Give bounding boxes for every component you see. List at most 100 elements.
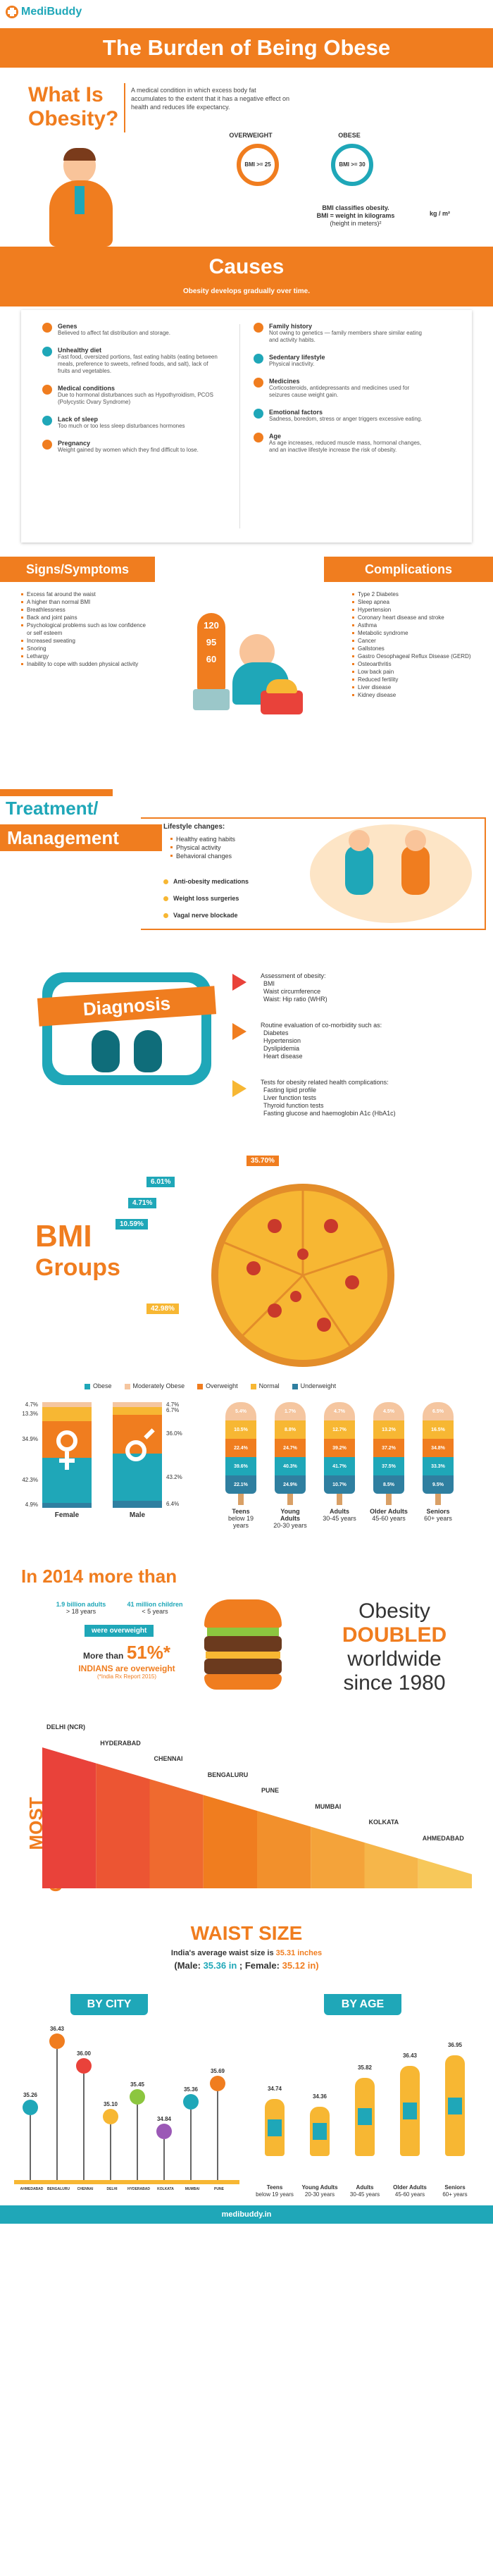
age-segment-value: 5.4% bbox=[235, 1408, 246, 1414]
city-waist-line bbox=[190, 2110, 192, 2180]
city-rank-label: PUNE bbox=[261, 1787, 280, 1794]
female-label: Female bbox=[54, 1511, 80, 1519]
age-waist-tag bbox=[268, 2119, 282, 2136]
footer-url[interactable]: medibuddy.in bbox=[221, 2210, 272, 2219]
causes-subtitle: Obesity develops gradually over time. bbox=[182, 287, 311, 295]
cause-icon bbox=[254, 354, 263, 364]
diagnosis-step-item: Liver function tests bbox=[263, 1094, 317, 1101]
age-popsicle: 4.7%12.7%39.2%41.7%10.7% bbox=[324, 1402, 355, 1494]
age-segment-value: 4.5% bbox=[383, 1408, 394, 1414]
cause-desc: Corticosteroids, antidepressants and med… bbox=[269, 385, 410, 398]
diagnosis-step-item: Dyslipidemia bbox=[263, 1045, 300, 1052]
age-segment: 34.8% bbox=[423, 1439, 454, 1457]
exercise-illustration bbox=[310, 824, 472, 923]
treatment-item: Weight loss surgeries bbox=[163, 895, 304, 902]
city-waist-bubble bbox=[49, 2033, 65, 2049]
complication-item: Asthma bbox=[352, 621, 479, 629]
complication-item: Osteoarthritis bbox=[352, 660, 479, 668]
diagnosis-step-heading: Assessment of obesity: bbox=[261, 972, 326, 979]
age-segment-value: 6.5% bbox=[432, 1408, 444, 1414]
age-segment: 4.5% bbox=[373, 1402, 404, 1420]
obese-label: OBESE bbox=[338, 132, 361, 139]
city-slope-segment bbox=[311, 1826, 365, 1888]
age-segment: 39.2% bbox=[324, 1439, 355, 1457]
treatment-sub-item: Physical activity bbox=[170, 843, 297, 852]
treatment-bullet-icon bbox=[163, 879, 168, 884]
complication-item: Type 2 Diabetes bbox=[352, 590, 479, 598]
city-waist-value: 35.45 bbox=[130, 2081, 145, 2088]
city-waist-line bbox=[110, 2124, 111, 2180]
gender-segment bbox=[113, 1402, 162, 1408]
cause-icon bbox=[254, 409, 263, 419]
cause-heading: Unhealthy diet bbox=[58, 347, 102, 354]
city-rank-label: HYDERABAD bbox=[100, 1739, 141, 1747]
overweight-value: BMI >= 25 bbox=[244, 161, 271, 168]
age-segment: 8.8% bbox=[275, 1420, 306, 1439]
treatment-sub-item: Behavioral changes bbox=[170, 852, 297, 860]
pizza-chart bbox=[211, 1184, 394, 1367]
treatment-bullet-icon bbox=[163, 896, 168, 901]
legend-swatch bbox=[124, 1383, 130, 1389]
popsicle-stick bbox=[435, 1494, 441, 1505]
cause-heading: Emotional factors bbox=[269, 409, 323, 416]
age-segment: 8.5% bbox=[373, 1475, 404, 1494]
city-waist-value: 36.00 bbox=[76, 2050, 92, 2057]
sign-item: Inability to cope with sudden physical a… bbox=[21, 660, 148, 668]
city-waist-name: DELHI bbox=[106, 2187, 118, 2191]
city-waist-value: 34.84 bbox=[156, 2116, 172, 2123]
logo[interactable]: MediBuddy bbox=[6, 6, 82, 18]
age-segment-value: 39.2% bbox=[332, 1445, 347, 1451]
children-stat: 41 million children < 5 years bbox=[127, 1601, 183, 1615]
city-rank-label: MUMBAI bbox=[315, 1802, 342, 1810]
age-segment-value: 22.4% bbox=[234, 1445, 248, 1451]
complication-item: Cancer bbox=[352, 637, 479, 645]
obese-circle: BMI >= 30 bbox=[331, 144, 373, 186]
cause-icon bbox=[42, 440, 52, 450]
overweight-circle: BMI >= 25 bbox=[237, 144, 279, 186]
cause-desc: Fast food, oversized portions, fast eati… bbox=[58, 354, 218, 374]
gender-pct: 43.2% bbox=[166, 1473, 182, 1480]
cause-heading: Medical conditions bbox=[58, 385, 116, 392]
age-segment: 10.7% bbox=[324, 1475, 355, 1494]
city-waist-bubble bbox=[23, 2100, 38, 2116]
age-popsicle: 4.5%13.2%37.2%37.5%8.5% bbox=[373, 1402, 404, 1494]
cause-icon bbox=[42, 347, 52, 357]
city-waist-value: 35.26 bbox=[23, 2092, 38, 2099]
sign-item: Back and joint pains bbox=[21, 614, 148, 621]
doubled-stat: Obesity DOUBLED worldwide since 1980 bbox=[342, 1599, 447, 1695]
complication-item: Kidney disease bbox=[352, 691, 479, 699]
age-segment: 13.2% bbox=[373, 1420, 404, 1439]
sign-item: Snoring bbox=[21, 645, 148, 652]
gender-segment bbox=[113, 1407, 162, 1415]
footprint-right bbox=[134, 1030, 162, 1072]
city-waist-name: CHENNAI bbox=[77, 2187, 94, 2191]
diagnosis-step: Routine evaluation of co-morbidity such … bbox=[232, 1022, 465, 1060]
age-waist-tag bbox=[313, 2122, 327, 2140]
treatment-item: Vagal nerve blockade bbox=[163, 912, 304, 919]
popsicle-stick bbox=[238, 1494, 244, 1505]
age-segment-value: 24.7% bbox=[283, 1445, 297, 1451]
diagnosis-step-heading: Routine evaluation of co-morbidity such … bbox=[261, 1022, 382, 1029]
gender-segment bbox=[42, 1402, 92, 1408]
gender-pct: 4.7% bbox=[25, 1401, 38, 1408]
logo-icon bbox=[6, 6, 18, 18]
city-waist-name: HYDERABAD bbox=[127, 2187, 150, 2191]
treatment-sub-item: Healthy eating habits bbox=[170, 835, 297, 843]
city-waist-bubble bbox=[183, 2094, 199, 2110]
age-segment-value: 16.5% bbox=[431, 1427, 445, 1432]
age-segment-value: 10.7% bbox=[332, 1482, 347, 1487]
complication-item: Gastro Oesophageal Reflux Disease (GERD) bbox=[352, 652, 479, 660]
legend-swatch bbox=[85, 1383, 90, 1389]
age-waist-tag bbox=[358, 2108, 372, 2126]
age-segment-value: 33.3% bbox=[431, 1463, 445, 1469]
age-segment: 22.1% bbox=[225, 1475, 256, 1494]
age-waist-value: 34.36 bbox=[312, 2093, 327, 2100]
age-waist-value: 36.43 bbox=[402, 2052, 418, 2059]
